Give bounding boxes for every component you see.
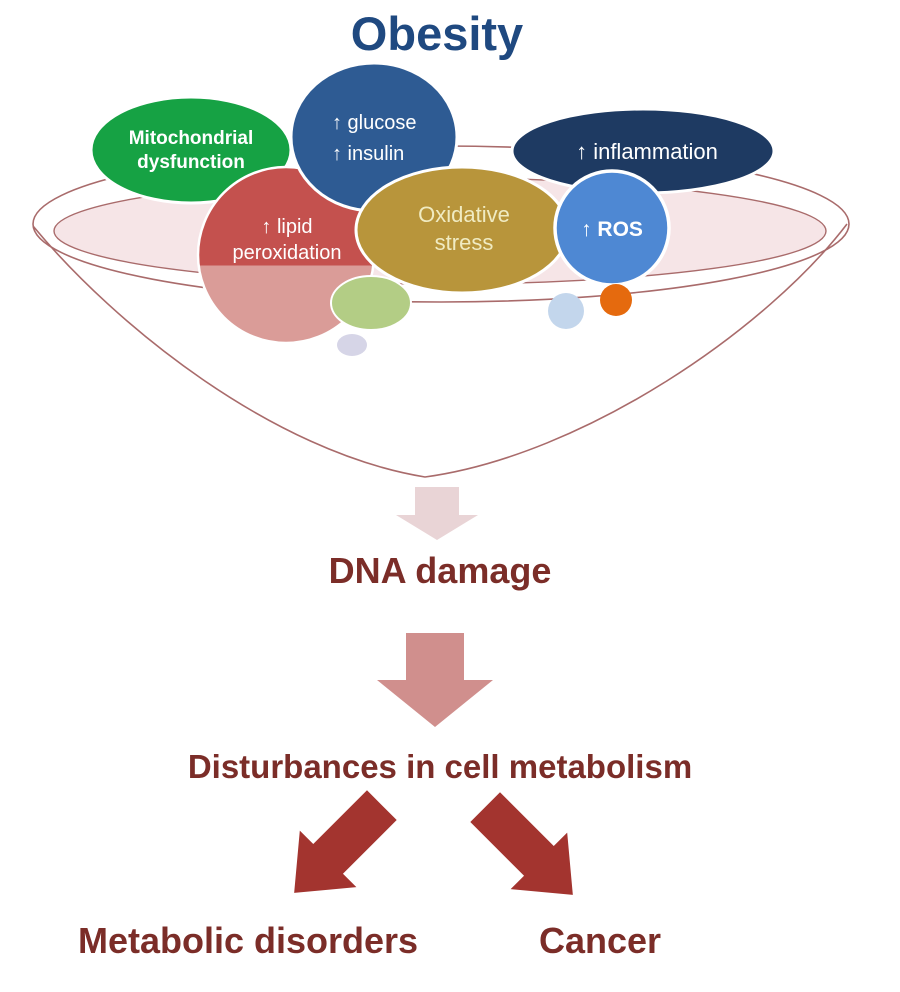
disturbances-label: Disturbances in cell metabolism (188, 748, 692, 785)
inflammation-label: ↑ inflammation (576, 139, 718, 164)
arrow-to-cancer (470, 792, 573, 895)
metabolic-disorders-label: Metabolic disorders (78, 920, 418, 961)
droplet-dots (330, 275, 632, 356)
oxidative-label-line2: stress (435, 230, 494, 255)
dna-damage-label: DNA damage (329, 550, 552, 591)
glucose-label: ↑ glucose (332, 112, 417, 134)
dot-light-green (330, 275, 412, 331)
oxidative-label-line1: Oxidative (418, 202, 510, 227)
dot-orange (600, 284, 632, 316)
page-title: Obesity (351, 7, 523, 60)
insulin-label: ↑ insulin (332, 143, 404, 165)
lipid-label-line2: peroxidation (233, 242, 342, 264)
bubble-oxidative-stress: Oxidative stress (354, 165, 570, 295)
bubble-ros: ↑ ROS (553, 169, 671, 287)
dot-lavender (337, 334, 367, 356)
arrow-to-metabolic-disorders (294, 790, 397, 893)
arrow-dna-to-disturbances (377, 633, 493, 727)
funnel-cone-sides (32, 223, 848, 478)
dot-light-blue (548, 293, 584, 329)
mitochondrial-label-line2: dysfunction (137, 152, 245, 173)
arrow-funnel-to-dna (396, 487, 478, 540)
ros-label: ↑ ROS (581, 218, 643, 241)
bubble-mitochondrial-dysfunction: Mitochondrial dysfunction (89, 95, 293, 205)
cancer-label: Cancer (539, 920, 661, 961)
mitochondrial-label-line1: Mitochondrial (129, 128, 254, 149)
lipid-label-line1: ↑ lipid (261, 216, 312, 238)
